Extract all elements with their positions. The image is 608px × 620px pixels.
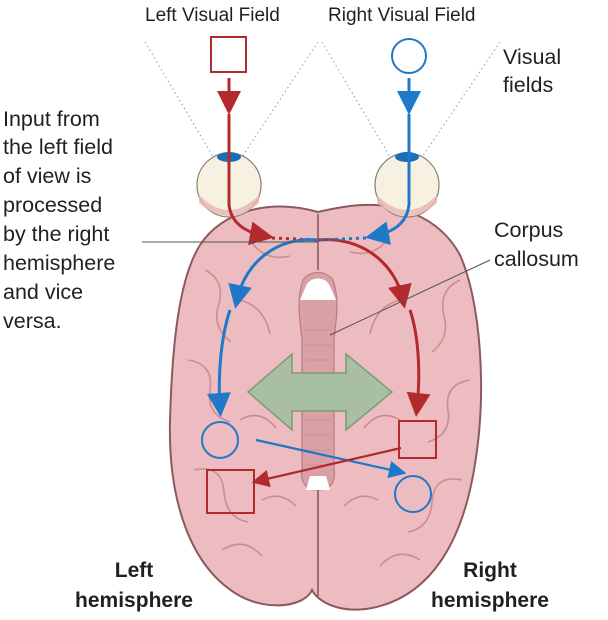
corpus-callosum-leader: [329, 259, 491, 336]
brain-folds: [187, 235, 471, 567]
input-note-line: processed: [3, 193, 102, 217]
input-note-line: versa.: [3, 309, 62, 333]
blue-optic-path: [365, 114, 411, 246]
input-note-line: by the right: [3, 222, 109, 246]
blue-transfer-arrow: [255, 438, 407, 479]
ventricle-bottom: [306, 476, 330, 490]
left-hemisphere-label-line2: hemisphere: [75, 589, 193, 612]
visual-fields-label-line1: Visual: [503, 45, 561, 69]
input-note-line: the left field: [3, 135, 113, 159]
input-note: Input from the left field of view is pro…: [3, 107, 115, 333]
blue-hemisphere-path: [228, 238, 319, 309]
right-visual-field-label: Right Visual Field: [328, 5, 476, 26]
corpus-callosum-label-line2: callosum: [494, 247, 579, 271]
visual-fields-label-line2: fields: [503, 73, 553, 97]
red-crossing-dotted: [271, 236, 319, 242]
red-hemisphere-path: [317, 238, 412, 309]
red-optic-path: [227, 114, 274, 246]
red-down-path: [406, 309, 431, 417]
ventricle-top: [300, 278, 336, 300]
input-note-line: of view is: [3, 164, 91, 188]
blue-crossing-dotted: [317, 236, 367, 242]
input-note-line: hemisphere: [3, 251, 115, 275]
right-hemisphere-circle: [394, 475, 432, 513]
left-hemisphere-circle: [201, 421, 239, 459]
red-transfer-arrow: [251, 446, 402, 488]
input-note-line: Input from: [3, 107, 100, 131]
right-hemisphere-square: [398, 420, 437, 459]
input-note-line: and vice: [3, 280, 83, 304]
right-eye: [374, 152, 440, 218]
left-hemisphere-square: [206, 469, 255, 514]
right-hemisphere-label-line1: Right: [463, 559, 517, 582]
view-cone-lines: [144, 41, 501, 161]
left-visual-field-label: Left Visual Field: [145, 5, 280, 26]
left-field-square: [210, 36, 247, 73]
hemisphere-exchange-arrow: [246, 352, 394, 432]
left-hemisphere-label-line1: Left: [115, 559, 154, 582]
blue-down-path: [206, 309, 232, 417]
right-field-circle: [391, 38, 427, 74]
right-hemisphere-label-line2: hemisphere: [431, 589, 549, 612]
corpus-callosum-label-line1: Corpus: [494, 218, 563, 242]
